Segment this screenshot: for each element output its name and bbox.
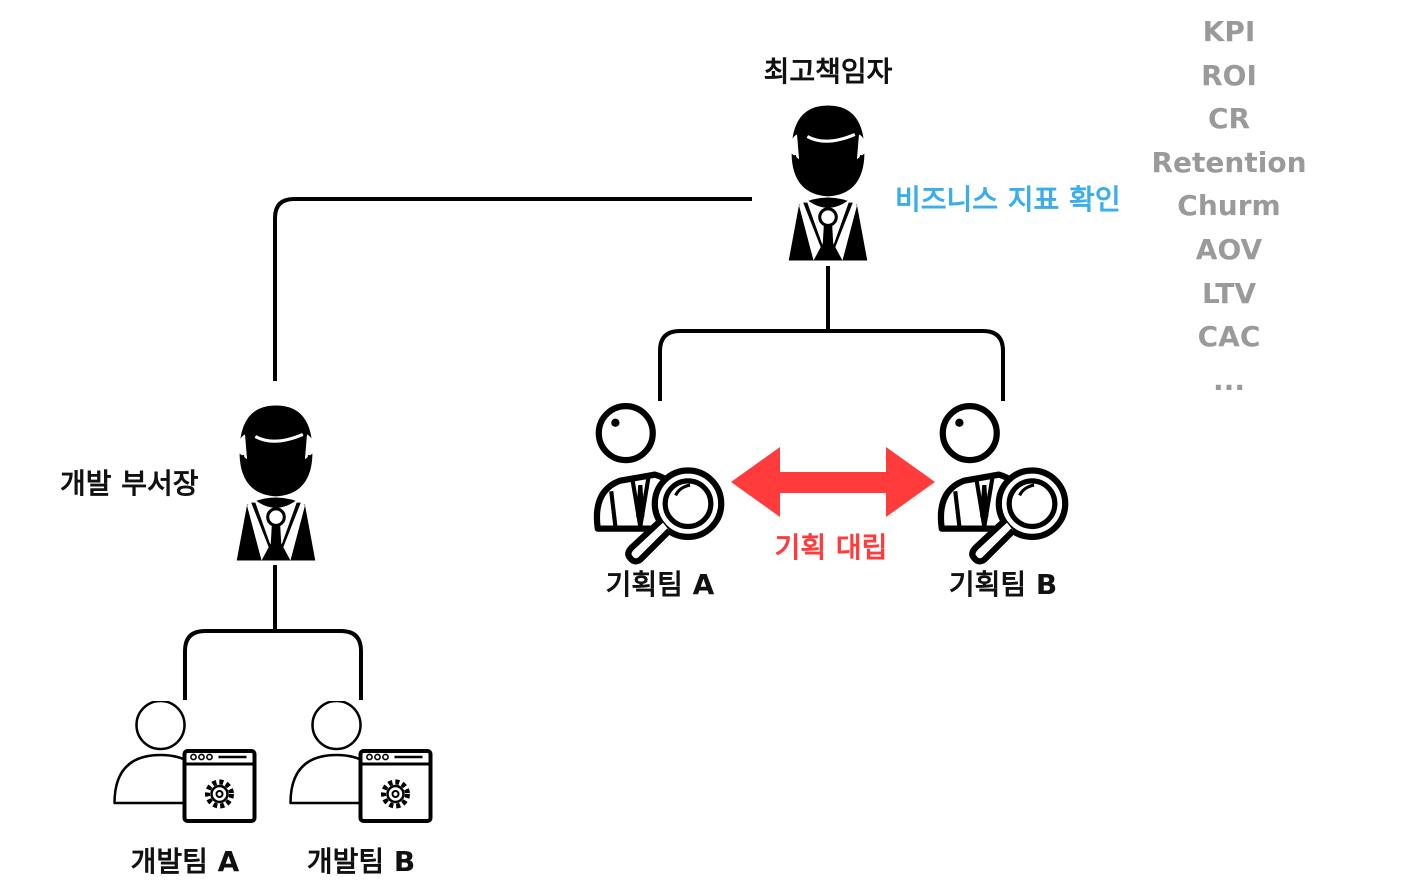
dev-a-label: 개발팀 A	[130, 845, 240, 878]
metric-item: CR	[1207, 102, 1251, 136]
ceo-executive-icon	[787, 103, 869, 263]
metric-item: Retention	[1151, 145, 1307, 179]
planning-conflict-annotation: 기획 대립	[774, 531, 888, 564]
metric-item: LTV	[1202, 276, 1256, 310]
dev-b-developer-settings-icon	[291, 701, 431, 821]
dev-vp-executive-icon	[235, 403, 317, 563]
ceo-label: 최고책임자	[763, 55, 893, 88]
metric-item: Churm	[1177, 189, 1281, 223]
plan-a-analyst-magnifier-icon	[597, 406, 721, 561]
metric-item: ...	[1213, 363, 1245, 397]
ceo-to-dev-vp-connector	[273, 197, 752, 381]
dev-branch-connector	[183, 629, 363, 700]
dev-b-label: 개발팀 B	[306, 845, 416, 878]
metric-item: CAC	[1197, 320, 1261, 354]
planning-branch-connector	[658, 329, 1005, 401]
conflict-double-arrow	[731, 447, 935, 517]
metric-item: KPI	[1202, 15, 1256, 48]
metric-item: ROI	[1201, 58, 1257, 92]
dev-a-developer-settings-icon	[115, 701, 255, 821]
business-metrics-annotation: 비즈니스 지표 확인	[895, 183, 1121, 216]
plan-b-analyst-magnifier-icon	[941, 406, 1065, 561]
plan-a-label: 기획팀 A	[605, 568, 715, 601]
metric-item: AOV	[1195, 232, 1263, 266]
dev-vp-label: 개발 부서장	[60, 467, 199, 500]
plan-b-label: 기획팀 B	[948, 568, 1058, 601]
